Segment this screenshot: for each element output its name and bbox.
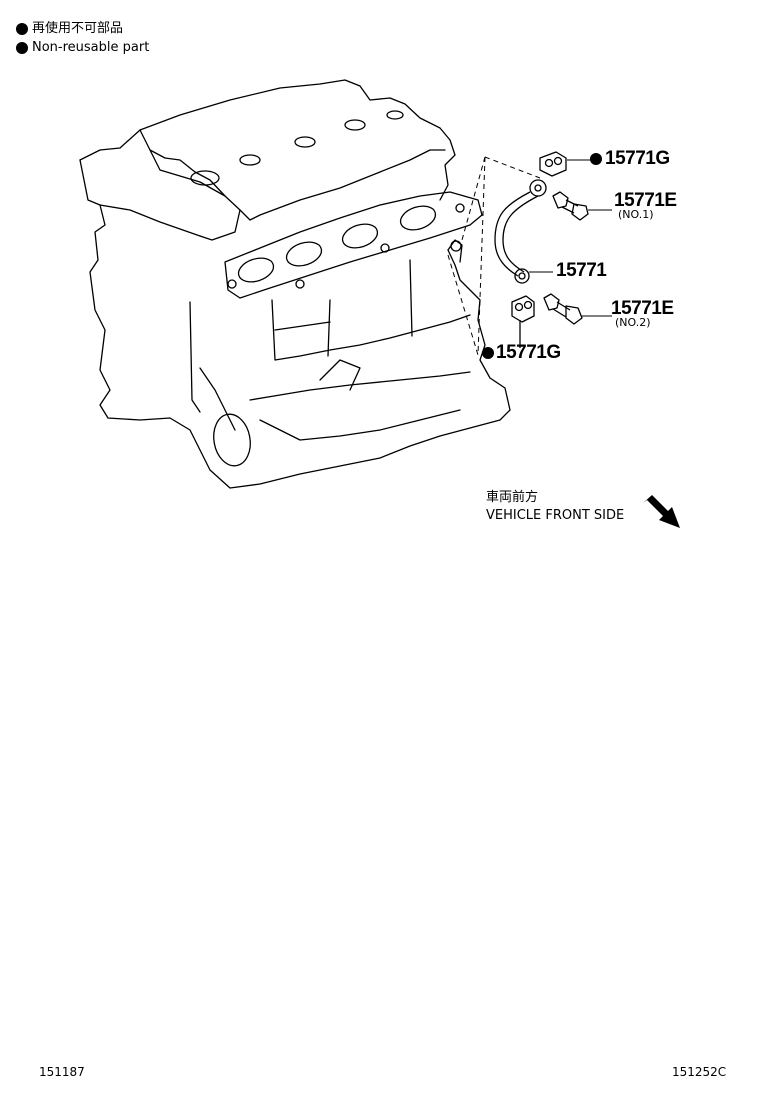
legend-jp: 再使用不可部品 [16, 21, 123, 37]
illustration-code-right: 151252C [672, 1065, 727, 1079]
callout-gasket-upper: 15771G [590, 148, 670, 170]
part-number-label: 15771G [605, 148, 670, 169]
legend-en: Non-reusable part [16, 40, 149, 56]
bolt-variant-note: (NO.1) [618, 208, 654, 221]
callout-pipe: 15771 [556, 260, 607, 282]
part-number-label: 15771E [614, 190, 677, 211]
non-reusable-dot-icon [16, 42, 28, 54]
callout-bolt-no1: 15771E (NO.1) [614, 190, 677, 221]
non-reusable-dot-icon [590, 153, 602, 165]
callout-gasket-lower: 15771G [482, 342, 561, 364]
legend-jp-label: 再使用不可部品 [32, 21, 124, 36]
legend-en-label: Non-reusable part [32, 40, 150, 55]
non-reusable-dot-icon [16, 23, 28, 35]
front-direction-arrow-icon [643, 495, 680, 528]
illustration-code-left: 151187 [39, 1065, 85, 1079]
direction-en: VEHICLE FRONT SIDE [486, 508, 625, 523]
part-number-label: 15771E [611, 298, 674, 319]
part-number-label: 15771G [496, 342, 561, 363]
bolt-variant-note: (NO.2) [615, 316, 651, 329]
vehicle-front-side-label: 車両前方 VEHICLE FRONT SIDE [486, 489, 624, 525]
direction-jp: 車両前方 [486, 490, 539, 505]
non-reusable-dot-icon [482, 347, 494, 359]
part-number-label: 15771 [556, 260, 607, 281]
callout-bolt-no2: 15771E (NO.2) [611, 298, 674, 329]
